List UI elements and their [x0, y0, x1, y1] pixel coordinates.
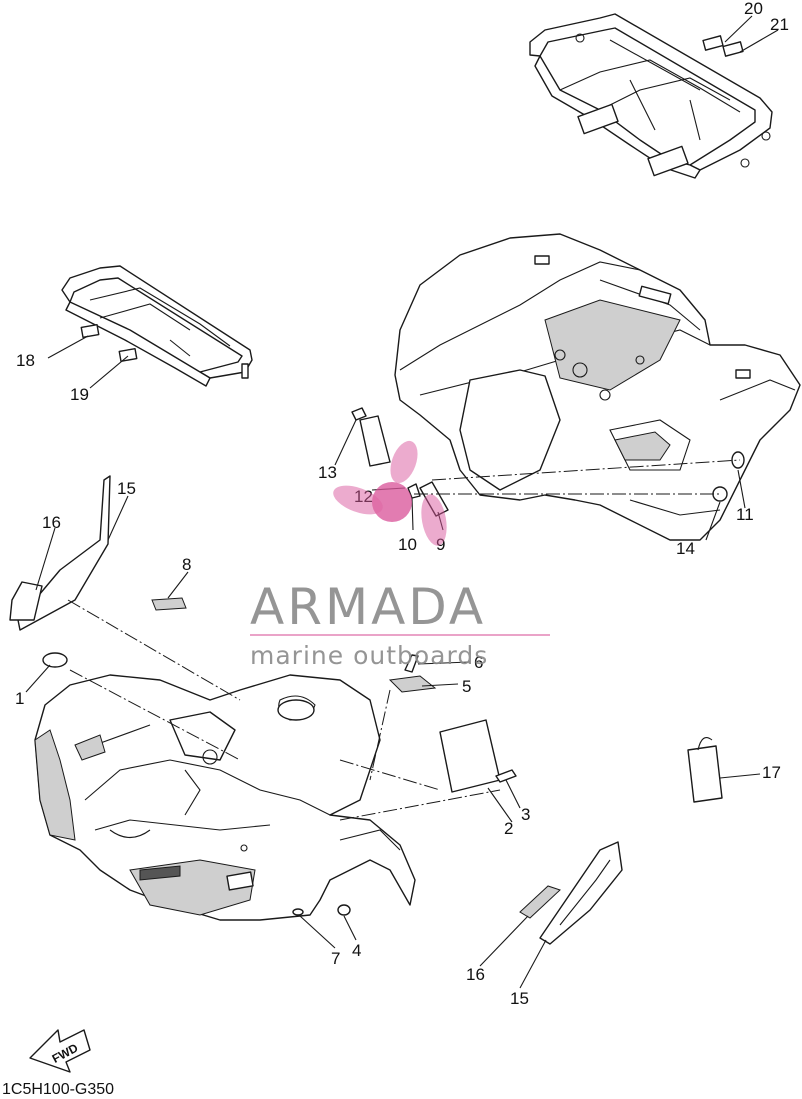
- leader-lines: [25, 15, 779, 989]
- decal-8: [151, 597, 187, 611]
- washer-4: [337, 904, 351, 916]
- callout-13: 13: [318, 463, 337, 482]
- callout-10: 10: [398, 535, 417, 554]
- watermark: ARMADA marine outboards: [250, 440, 550, 670]
- callout-3: 3: [521, 805, 530, 824]
- panel-13: [359, 415, 391, 467]
- callout-5: 5: [462, 677, 471, 696]
- callout-21: 21: [770, 15, 789, 34]
- front-fender: [34, 674, 416, 921]
- callout-4: 4: [352, 941, 361, 960]
- screw-6: [404, 654, 419, 673]
- decal-16-lower: [519, 885, 561, 919]
- callout-7: 7: [331, 949, 340, 968]
- callout-numbers: 1 2 3 4 5 6 7 8 9 10 11 12 13 14 15 15 1…: [15, 0, 789, 1008]
- rear-carrier: [529, 13, 773, 179]
- screw-13: [351, 407, 367, 421]
- cap-1: [42, 652, 68, 668]
- front-carrier: [61, 265, 253, 387]
- tag-17: [687, 745, 723, 803]
- washer-14: [712, 486, 728, 502]
- panel-2: [439, 719, 501, 793]
- callout-11: 11: [736, 505, 754, 524]
- callout-16-upper: 16: [42, 513, 61, 532]
- grommet-11: [731, 451, 745, 469]
- panel-9: [419, 481, 449, 517]
- watermark-subtitle: marine outboards: [250, 641, 488, 670]
- callout-17: 17: [762, 763, 781, 782]
- diagram-code: 1C5H100-G350: [2, 1081, 114, 1098]
- callout-14: 14: [676, 539, 695, 558]
- plate-5: [388, 675, 437, 693]
- callout-18: 18: [16, 351, 35, 370]
- callout-6: 6: [474, 653, 483, 672]
- fwd-arrow: FWD: [29, 1029, 91, 1073]
- callout-15-lower: 15: [510, 989, 529, 1008]
- callout-9: 9: [436, 535, 445, 554]
- bolt-3: [495, 769, 517, 783]
- decal-16-upper: [9, 581, 43, 621]
- decal-15-lower: [539, 841, 623, 945]
- callout-19: 19: [70, 385, 89, 404]
- callout-12: 12: [354, 487, 373, 506]
- rear-fender: [394, 233, 801, 541]
- callout-2: 2: [504, 819, 513, 838]
- callout-15-upper: 15: [117, 479, 136, 498]
- watermark-brand: ARMADA: [250, 578, 486, 636]
- callout-20: 20: [744, 0, 763, 18]
- callout-1: 1: [15, 689, 24, 708]
- watermark-logo: [333, 440, 447, 546]
- clip-7: [292, 908, 304, 916]
- callout-8: 8: [182, 555, 191, 574]
- callout-16-lower: 16: [466, 965, 485, 984]
